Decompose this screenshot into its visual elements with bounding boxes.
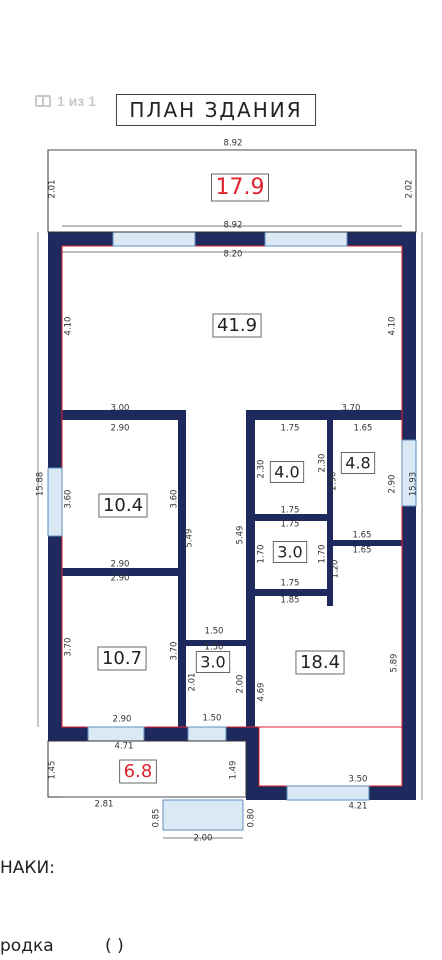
dimension-label: 1.50	[205, 627, 224, 637]
pages-icon	[35, 95, 51, 107]
area-label-box	[340, 452, 376, 474]
area-label: 3.0	[200, 653, 225, 672]
dimension-label: 2.90	[113, 715, 132, 725]
dimension-label: 15.88	[36, 472, 46, 496]
dimension-label: 2.90	[329, 472, 339, 491]
dimension-label: 0.85	[152, 809, 162, 828]
dimension-label: 15.93	[409, 472, 419, 496]
dimension-label: 2.02	[405, 180, 415, 199]
dimension-label: 1.75	[281, 506, 300, 516]
area-label: 3.0	[277, 543, 302, 562]
dimension-label: 3.50	[349, 775, 368, 785]
dimension-label: 3.60	[64, 490, 74, 509]
area-label: 41.9	[217, 315, 257, 336]
dimension-label: 1.20	[331, 560, 341, 579]
area-label: 4.8	[345, 454, 370, 473]
dimension-label: 1.65	[354, 424, 373, 434]
area-label-box	[98, 493, 148, 518]
dimension-label: 8.92	[224, 221, 243, 231]
area-label-box	[97, 646, 147, 671]
dimension-label: 4.21	[349, 802, 368, 812]
area-labels: 17.9 41.9 10.4 10.7 4.0 4.8 3.0 18.4 3.0 6.8	[97, 173, 376, 784]
dimension-label: 2.00	[236, 675, 246, 694]
area-label-box	[119, 759, 157, 784]
dimension-label: 1.49	[229, 761, 239, 780]
dimension-lines	[37, 149, 423, 839]
area-label: 6.8	[124, 761, 153, 782]
legend-item-partial: ( )	[105, 936, 124, 956]
dimension-label: 2.01	[188, 673, 198, 692]
dimension-label: 8.20	[224, 250, 243, 260]
dimension-label: 2.01	[48, 180, 58, 199]
area-label: 18.4	[300, 652, 340, 673]
dimension-label: 1.75	[281, 579, 300, 589]
dimension-label: 3.70	[64, 638, 74, 657]
windows	[47, 231, 417, 831]
dimension-label: 1.65	[353, 546, 372, 556]
dimension-label: 1.50	[205, 643, 224, 653]
dimension-label: 3.00	[111, 404, 130, 414]
dimension-label: 2.81	[95, 800, 114, 810]
page-counter[interactable]: 1 из 1	[31, 90, 100, 112]
dimension-label: 2.90	[388, 475, 398, 494]
dimension-label: 1.75	[281, 520, 300, 530]
dimension-label: 3.70	[342, 404, 361, 414]
area-label: 10.7	[102, 648, 142, 669]
dimension-label: 0.80	[247, 809, 257, 828]
legend-item-label: родка	[0, 936, 54, 956]
area-label: 17.9	[216, 175, 265, 200]
area-label-box	[195, 651, 231, 673]
area-label-box	[212, 313, 262, 338]
area-label: 10.4	[103, 495, 143, 516]
dimension-label: 4.69	[257, 683, 267, 702]
dimension-label: 3.70	[170, 642, 180, 661]
legend-item: родка ( )	[0, 936, 124, 956]
legend-heading: НАКИ:	[0, 858, 55, 878]
dimension-labels: 8.92 2.01 2.02 8.92 8.20 4.10 4.10 15.88 15.93 3.…	[36, 139, 419, 844]
dimension-label: 1.70	[318, 545, 328, 564]
dimension-label: 2.90	[111, 574, 130, 584]
area-label-box	[211, 173, 269, 202]
dimension-label: 5.49	[236, 526, 246, 545]
area-label-box	[295, 650, 345, 675]
dimension-label: 5.89	[390, 654, 400, 673]
dimension-label: 4.10	[388, 317, 398, 336]
page-counter-label: 1 из 1	[57, 93, 96, 109]
dimension-label: 2.30	[318, 454, 328, 473]
dimension-label: 1.85	[281, 596, 300, 606]
area-label-box	[269, 461, 305, 483]
dimension-label: 1.70	[257, 545, 267, 564]
dimension-label: 1.50	[203, 714, 222, 724]
dimension-label: 1.75	[281, 424, 300, 434]
dimension-label: 4.10	[64, 317, 74, 336]
dimension-label: 2.30	[257, 460, 267, 479]
interior-walls	[62, 410, 402, 727]
dimension-label: 8.92	[224, 139, 243, 149]
dimension-label: 2.00	[194, 834, 213, 844]
plan-title: ПЛАН ЗДАНИЯ	[116, 94, 316, 126]
dimension-label: 5.49	[185, 529, 195, 548]
dimension-label: 2.90	[111, 560, 130, 570]
dimension-label: 1.65	[353, 531, 372, 541]
area-label-box	[272, 541, 308, 563]
dimension-label: 4.71	[115, 742, 134, 752]
dimension-label: 1.45	[48, 761, 58, 780]
dimension-label: 2.90	[111, 424, 130, 434]
area-label: 4.0	[274, 463, 299, 482]
dimension-label: 3.60	[170, 490, 180, 509]
